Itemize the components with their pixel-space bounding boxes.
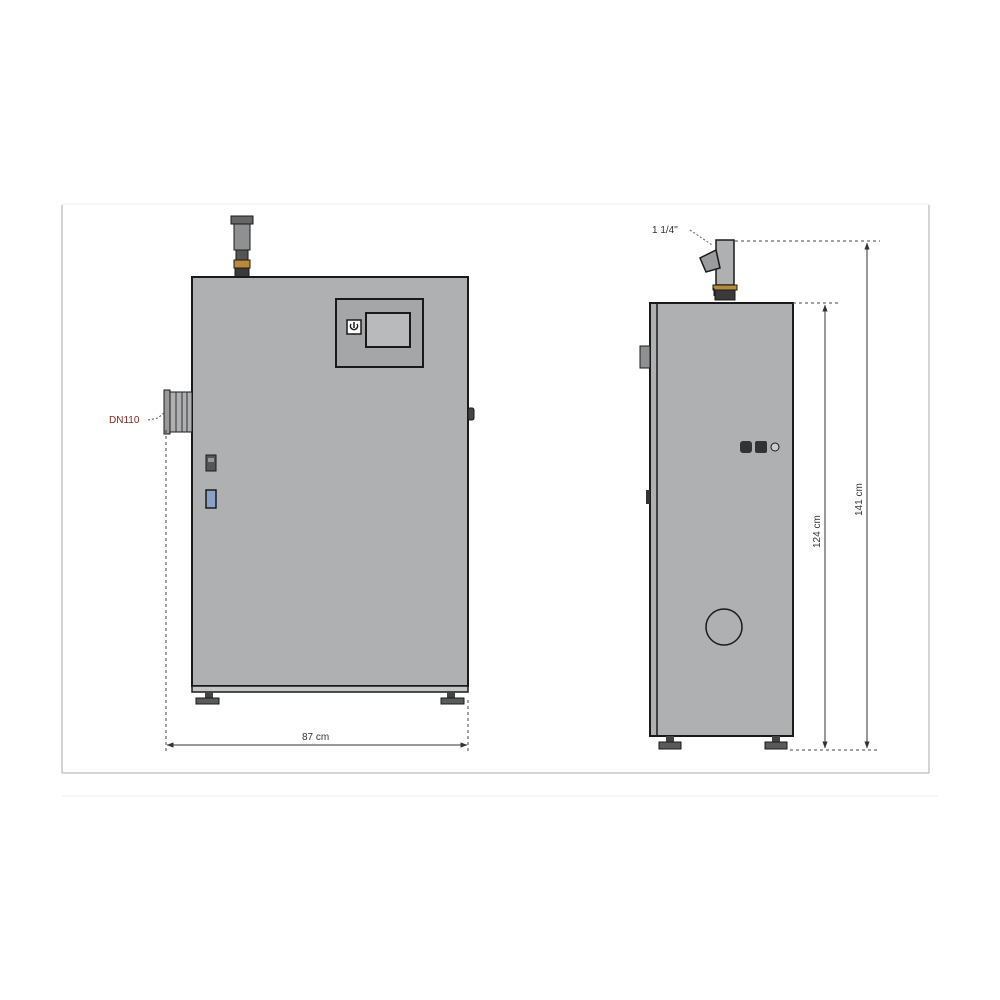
drawing-frame xyxy=(61,203,938,797)
door-lock xyxy=(205,454,217,472)
control-panel xyxy=(335,298,424,368)
front-feet xyxy=(195,692,465,705)
front-view: DN110 87 cm xyxy=(109,215,475,752)
indicator-window xyxy=(205,489,217,509)
dn110-label: DN110 xyxy=(109,415,140,426)
y-strainer-fitting xyxy=(699,239,738,301)
side-view: 1 1/4" 124 cm 141 cm xyxy=(639,225,880,751)
total-height-label: 141 cm xyxy=(854,483,865,516)
fitting-size-label: 1 1/4" xyxy=(652,225,678,236)
top-outlet-pipe xyxy=(230,215,254,278)
front-cabinet xyxy=(191,276,469,687)
side-knob xyxy=(467,407,475,421)
cabinet-height-label: 124 cm xyxy=(812,515,823,548)
power-symbol-icon xyxy=(346,319,362,335)
side-cabinet xyxy=(649,302,794,737)
inspection-port xyxy=(705,608,743,646)
width-label: 87 cm xyxy=(302,732,329,743)
side-feet xyxy=(658,736,788,750)
side-handle xyxy=(639,345,651,369)
front-base-plinth xyxy=(191,685,469,693)
side-inlet-pipe xyxy=(163,389,193,435)
display-screen xyxy=(365,312,411,348)
connector-ports xyxy=(740,441,780,453)
